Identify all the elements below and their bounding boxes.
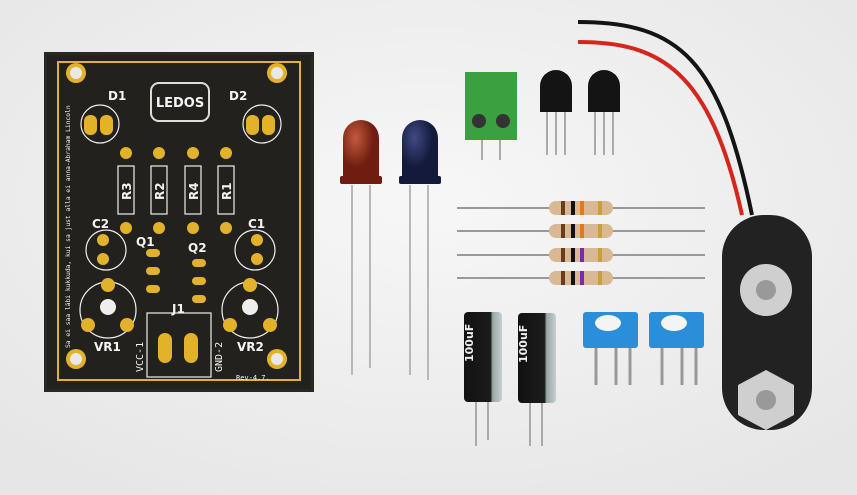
trimmer-pot-1 <box>583 312 638 385</box>
ledos-logo <box>150 82 210 122</box>
screw-terminal <box>465 72 517 160</box>
label-r2: R2 <box>153 182 167 200</box>
label-r3: R3 <box>120 182 134 200</box>
pcb-board: LEDOS D1 D2 R3 R2 R4 R1 C2 C1 Q1 Q2 <box>44 52 314 392</box>
label-d2: D2 <box>229 89 247 103</box>
blue-led <box>399 120 441 380</box>
capacitor-2-label: 100uF <box>517 325 530 363</box>
logo-text: LEDOS <box>156 96 204 111</box>
label-rev: Rev-4.7. <box>236 374 270 382</box>
label-j1: J1 <box>171 302 185 316</box>
capacitor-2: 100uF <box>517 313 556 446</box>
transistor-1 <box>540 70 572 155</box>
resistor-footprints <box>117 147 235 234</box>
battery-clip <box>577 20 812 430</box>
red-led <box>340 120 382 375</box>
capacitor-1: 100uF <box>463 312 502 446</box>
label-vcc: VCC-1 <box>135 342 146 372</box>
label-q2: Q2 <box>188 241 207 255</box>
label-c2: C2 <box>92 217 109 231</box>
capacitor-1-label: 100uF <box>463 324 476 362</box>
label-q1: Q1 <box>136 235 155 249</box>
trimmer-pot-2 <box>649 312 704 385</box>
label-vr2: VR2 <box>237 340 264 354</box>
pcb-quote: Sa ei saa läbi kukkuda, kui sa just alla… <box>65 105 72 348</box>
label-r4: R4 <box>187 182 201 200</box>
label-d1: D1 <box>108 89 126 103</box>
label-vr1: VR1 <box>94 340 121 354</box>
resistors <box>457 201 705 285</box>
transistor-2 <box>588 70 620 155</box>
label-gnd: GND-2 <box>214 342 225 372</box>
label-r1: R1 <box>220 182 234 200</box>
label-c1: C1 <box>248 217 265 231</box>
